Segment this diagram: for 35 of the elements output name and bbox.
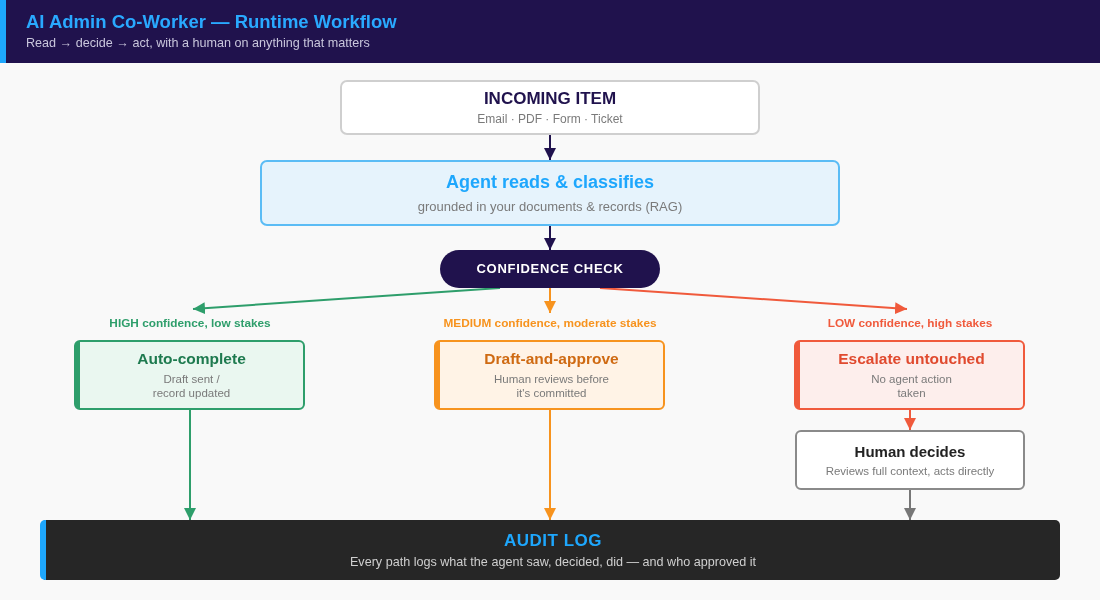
process-box (260, 160, 840, 226)
arrow (184, 409, 196, 521)
page-subtitle: Read → decide → act, with a human on anything that matters (26, 36, 370, 51)
arrow (544, 134, 556, 161)
arrow (904, 489, 916, 521)
node-title: AUDIT LOG (504, 531, 602, 552)
node-description: grounded in your documents & records (RAG) (417, 199, 683, 214)
outcome-box (74, 340, 305, 410)
decision-pill (440, 250, 660, 288)
node-description: Every path logs what the agent saw, decided, did — and who approved it (349, 554, 757, 569)
node-description: Draft sent / record updated (151, 371, 232, 400)
edge-label: LOW confidence, high stakes (825, 316, 995, 330)
node-title: Agent reads & classifies (445, 172, 655, 194)
node-title: Escalate untouched (838, 350, 985, 369)
review-box (795, 430, 1025, 490)
node-title: INCOMING ITEM (483, 88, 617, 110)
node-description: Human reviews before it's committed (492, 371, 611, 400)
log-bar (40, 520, 1060, 580)
node-title: Auto-complete (137, 350, 246, 369)
node-title: Human decides (854, 442, 966, 461)
arrow (544, 287, 556, 314)
outcome-box (434, 340, 665, 410)
node-description: No agent action taken (870, 371, 953, 400)
edge-label: MEDIUM confidence, moderate stakes (441, 316, 659, 330)
input-box (340, 80, 760, 135)
arrow (599, 287, 908, 315)
arrow (904, 409, 916, 431)
outcome-box (794, 340, 1025, 410)
node-description: Email · PDF · Form · Ticket (477, 112, 623, 127)
arrow (544, 225, 556, 251)
node-description: Reviews full context, acts directly (825, 463, 995, 478)
node-title: Draft-and-approve (484, 350, 619, 369)
arrow (544, 409, 556, 521)
node-title: CONFIDENCE CHECK (476, 261, 624, 277)
page-title: AI Admin Co-Worker — Runtime Workflow (26, 10, 397, 33)
